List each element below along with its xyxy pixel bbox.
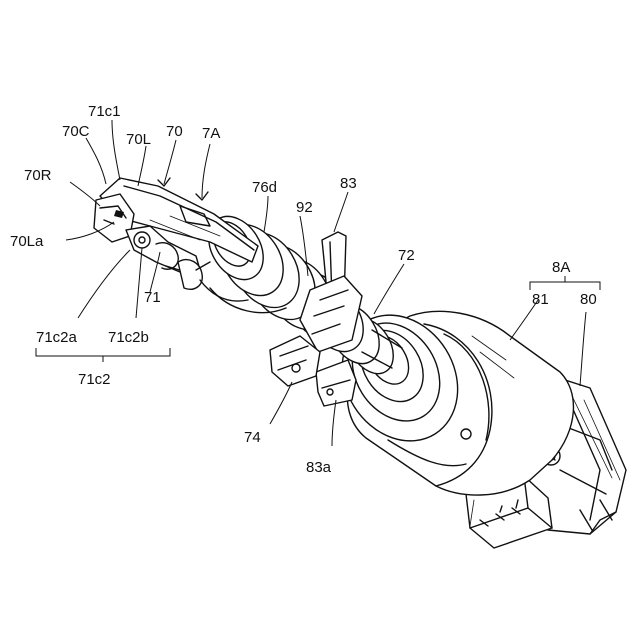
label-83a: 83a bbox=[306, 459, 332, 476]
bracket-83 bbox=[300, 232, 362, 406]
label-72: 72 bbox=[398, 247, 415, 264]
label-70C: 70C bbox=[62, 123, 90, 140]
label-92: 92 bbox=[296, 199, 313, 216]
label-70L: 70L bbox=[126, 131, 151, 148]
label-71c1: 71c1 bbox=[88, 103, 121, 120]
label-71: 71 bbox=[144, 289, 161, 306]
label-8A: 8A bbox=[552, 259, 570, 276]
brace-71c2 bbox=[36, 348, 170, 362]
label-71c2b: 71c2b bbox=[108, 329, 149, 346]
label-83: 83 bbox=[340, 175, 357, 192]
label-81: 81 bbox=[532, 291, 549, 308]
label-70R: 70R bbox=[24, 167, 52, 184]
brace-8A bbox=[530, 276, 600, 290]
label-76d: 76d bbox=[252, 179, 277, 196]
label-70: 70 bbox=[166, 123, 183, 140]
label-7A: 7A bbox=[202, 125, 220, 142]
label-71c2a: 71c2a bbox=[36, 329, 78, 346]
label-70La: 70La bbox=[10, 233, 44, 250]
label-74: 74 bbox=[244, 429, 261, 446]
label-71c2: 71c2 bbox=[78, 371, 111, 388]
label-80: 80 bbox=[580, 291, 597, 308]
